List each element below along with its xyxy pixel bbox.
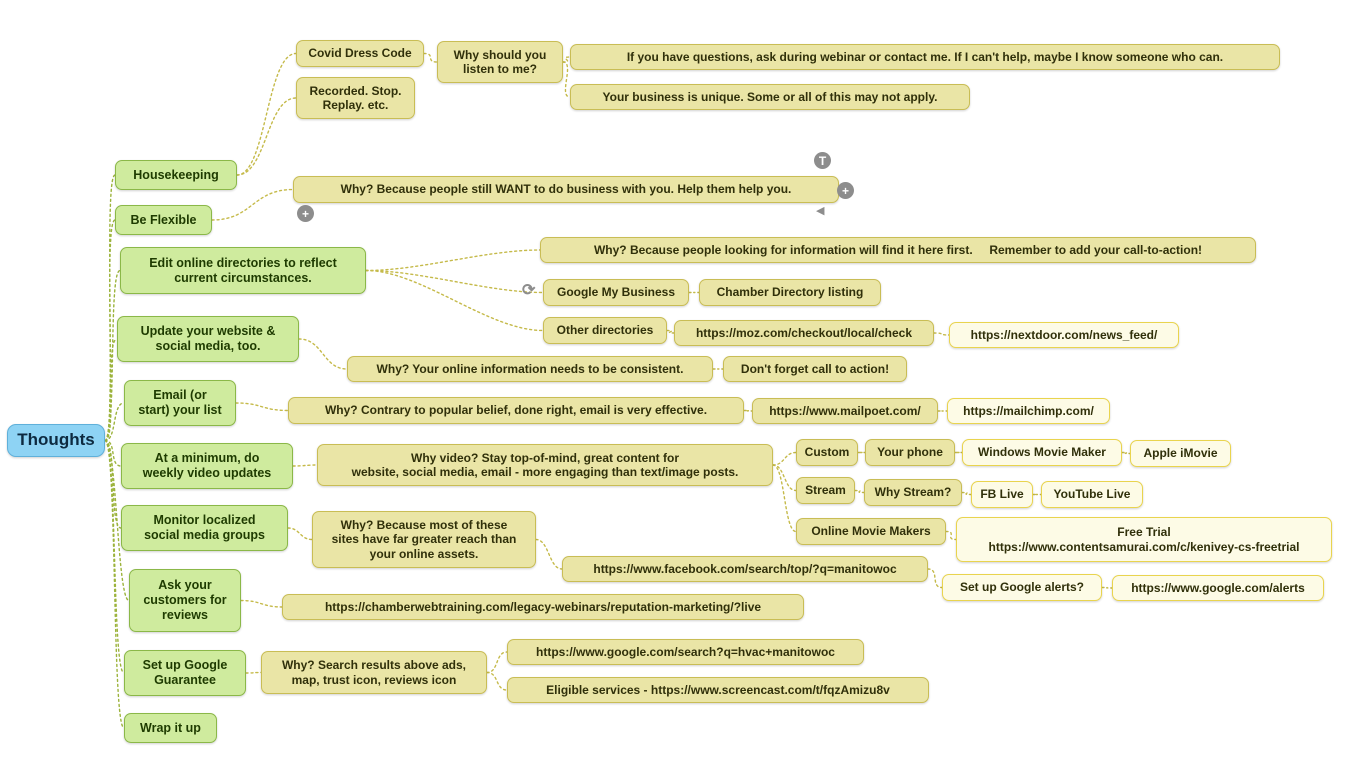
node-eligible-services[interactable]: Eligible services - https://www.screenca…: [507, 677, 929, 703]
edge-thoughts-to-ask-reviews: [104, 439, 130, 602]
node-fb-live[interactable]: FB Live: [971, 481, 1033, 508]
refresh-icon[interactable]: ⟳: [522, 282, 536, 299]
edge-update-website-to-why-consistent: [298, 338, 348, 370]
node-google-guarantee[interactable]: Set up Google Guarantee: [124, 650, 246, 696]
node-google-alerts-link[interactable]: https://www.google.com/alerts: [1112, 575, 1324, 601]
node-why-looking[interactable]: Why? Because people looking for informat…: [540, 237, 1256, 263]
node-google-hvac[interactable]: https://www.google.com/search?q=hvac+man…: [507, 639, 864, 665]
edge-thoughts-to-edit-directories: [104, 269, 121, 442]
node-update-website[interactable]: Update your website & social media, too.: [117, 316, 299, 362]
node-why-video[interactable]: Why video? Stay top-of-mind, great conte…: [317, 444, 773, 486]
edge-video-updates-to-why-video: [292, 464, 318, 467]
edge-windows-movie-maker-to-apple-imovie: [1121, 451, 1131, 455]
edge-monitor-groups-to-why-reach: [287, 527, 313, 541]
edge-why-stream-to-fb-live: [961, 491, 972, 496]
edge-moz-link-to-nextdoor-link: [933, 332, 950, 336]
node-your-phone[interactable]: Your phone: [865, 439, 955, 466]
node-dont-forget-cta[interactable]: Don't forget call to action!: [723, 356, 907, 382]
add-child-icon[interactable]: +: [837, 182, 854, 199]
add-node-icon[interactable]: +: [297, 205, 314, 222]
node-email-list[interactable]: Email (or start) your list: [124, 380, 236, 426]
text-tool-icon[interactable]: T: [814, 152, 831, 169]
node-ask-reviews[interactable]: Ask your customers for reviews: [129, 569, 241, 632]
node-google-my-business[interactable]: Google My Business: [543, 279, 689, 306]
node-if-questions[interactable]: If you have questions, ask during webina…: [570, 44, 1280, 70]
edge-edit-directories-to-why-looking: [365, 249, 541, 272]
node-other-directories[interactable]: Other directories: [543, 317, 667, 344]
node-set-google-alerts[interactable]: Set up Google alerts?: [942, 574, 1102, 601]
node-free-trial[interactable]: Free Trial https://www.contentsamurai.co…: [956, 517, 1332, 562]
edge-stream-to-why-stream: [854, 489, 865, 494]
node-stream[interactable]: Stream: [796, 477, 855, 504]
node-why-reach[interactable]: Why? Because most of these sites have fa…: [312, 511, 536, 568]
node-why-stream[interactable]: Why Stream?: [864, 479, 962, 506]
node-video-updates[interactable]: At a minimum, do weekly video updates: [121, 443, 293, 489]
edge-facebook-search-to-set-google-alerts: [927, 568, 943, 589]
node-edit-directories[interactable]: Edit online directories to reflect curre…: [120, 247, 366, 294]
edge-email-list-to-why-email: [235, 402, 289, 412]
node-online-movie-makers[interactable]: Online Movie Makers: [796, 518, 946, 545]
node-mailchimp-link[interactable]: https://mailchimp.com/: [947, 398, 1110, 424]
node-chamber-directory[interactable]: Chamber Directory listing: [699, 279, 881, 306]
node-facebook-search[interactable]: https://www.facebook.com/search/top/?q=m…: [562, 556, 928, 582]
edge-why-video-to-stream: [772, 464, 797, 492]
node-wrap-it-up[interactable]: Wrap it up: [124, 713, 217, 743]
node-housekeeping[interactable]: Housekeeping: [115, 160, 237, 190]
edge-why-search-to-eligible-services: [486, 671, 508, 691]
node-why-search[interactable]: Why? Search results above ads, map, trus…: [261, 651, 487, 694]
node-business-unique[interactable]: Your business is unique. Some or all of …: [570, 84, 970, 110]
edge-why-search-to-google-hvac: [486, 651, 508, 674]
node-covid-dress-code[interactable]: Covid Dress Code: [296, 40, 424, 67]
node-recorded-stop-replay[interactable]: Recorded. Stop. Replay. etc.: [296, 77, 415, 119]
edge-be-flexible-to-why-want: [211, 188, 294, 221]
edge-set-google-alerts-to-google-alerts-link: [1101, 586, 1113, 589]
node-mailpoet-link[interactable]: https://www.mailpoet.com/: [752, 398, 938, 424]
edge-online-movie-makers-to-free-trial: [945, 530, 957, 541]
node-thoughts[interactable]: Thoughts: [7, 424, 105, 457]
edge-why-video-to-custom: [772, 451, 797, 466]
edge-why-video-to-online-movie-makers: [772, 464, 797, 533]
node-youtube-live[interactable]: YouTube Live: [1041, 481, 1143, 508]
edge-google-guarantee-to-why-search: [245, 671, 262, 674]
edge-why-email-to-mailpoet-link: [743, 409, 753, 412]
node-why-want[interactable]: Why? Because people still WANT to do bus…: [293, 176, 839, 203]
node-custom[interactable]: Custom: [796, 439, 858, 466]
edge-why-listen-to-if-questions: [562, 56, 571, 63]
node-windows-movie-maker[interactable]: Windows Movie Maker: [962, 439, 1122, 466]
node-apple-imovie[interactable]: Apple iMovie: [1130, 440, 1231, 467]
collapse-arrow-icon[interactable]: ◀: [816, 205, 825, 217]
edge-other-directories-to-moz-link: [666, 329, 675, 334]
edge-covid-dress-code-to-why-listen: [423, 52, 438, 63]
node-chamber-link[interactable]: https://chamberwebtraining.com/legacy-we…: [282, 594, 804, 620]
node-nextdoor-link[interactable]: https://nextdoor.com/news_feed/: [949, 322, 1179, 348]
node-monitor-groups[interactable]: Monitor localized social media groups: [121, 505, 288, 551]
edge-ask-reviews-to-chamber-link: [240, 599, 283, 608]
edge-thoughts-to-wrap-it-up: [104, 439, 125, 729]
node-why-consistent[interactable]: Why? Your online information needs to be…: [347, 356, 713, 382]
edge-edit-directories-to-google-my-business: [365, 269, 544, 294]
node-moz-link[interactable]: https://moz.com/checkout/local/check: [674, 320, 934, 346]
edge-why-listen-to-business-unique: [562, 61, 571, 98]
edge-edit-directories-to-other-directories: [365, 269, 544, 332]
node-why-email[interactable]: Why? Contrary to popular belief, done ri…: [288, 397, 744, 424]
edge-thoughts-to-email-list: [104, 402, 125, 442]
edge-housekeeping-to-covid-dress-code: [236, 52, 297, 176]
edge-why-reach-to-facebook-search: [535, 538, 563, 570]
node-why-listen[interactable]: Why should you listen to me?: [437, 41, 563, 83]
node-be-flexible[interactable]: Be Flexible: [115, 205, 212, 235]
edge-thoughts-to-update-website: [104, 338, 118, 442]
edge-housekeeping-to-recorded-stop-replay: [236, 97, 297, 176]
